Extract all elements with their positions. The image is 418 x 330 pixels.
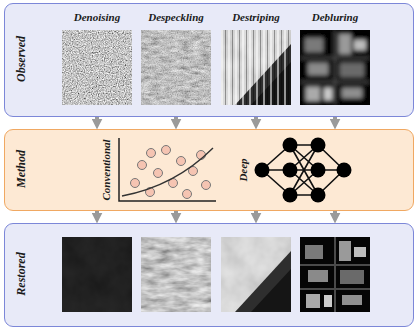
task-header: Destriping — [232, 12, 280, 23]
flow-arrow — [95, 211, 99, 217]
neuron — [283, 163, 298, 178]
scatter-plot — [119, 138, 216, 201]
bright-ground — [221, 237, 291, 312]
faint-texture — [62, 237, 132, 312]
flow-arrow — [254, 211, 258, 217]
data-point — [147, 149, 156, 158]
darker-region — [251, 269, 291, 312]
cloud-texture — [221, 237, 291, 312]
data-point — [177, 157, 186, 166]
noise-texture — [62, 30, 132, 105]
blurred-city — [300, 30, 370, 105]
data-point — [138, 161, 147, 170]
neuron — [255, 163, 270, 178]
despeckled-image — [141, 237, 211, 312]
neuron — [283, 138, 298, 153]
bright-ground — [221, 30, 291, 105]
task-header: Debluring — [312, 12, 358, 23]
dark-ground — [300, 30, 370, 105]
method-label: Deep — [238, 158, 249, 181]
stripe-noise — [221, 30, 291, 105]
dark-region — [235, 251, 291, 312]
flow-arrow — [174, 211, 178, 217]
data-point — [183, 190, 192, 199]
flow-arrow — [333, 211, 337, 217]
data-point — [131, 179, 140, 188]
deblurred-image — [300, 237, 370, 312]
stage-label: Observed — [15, 36, 27, 82]
speckle-noise — [141, 30, 211, 105]
speckled-image — [141, 30, 211, 105]
neural-network — [255, 138, 352, 203]
data-point — [202, 181, 211, 190]
stage-label: Restored — [15, 252, 27, 295]
cloud-texture — [221, 30, 291, 105]
noisy-image — [62, 30, 132, 105]
method-label: Conventional — [101, 139, 112, 200]
speckle-texture — [141, 30, 211, 105]
flow-arrow — [254, 117, 258, 123]
denoised-image — [62, 237, 132, 312]
flow-arrow — [174, 117, 178, 123]
data-point — [154, 169, 163, 178]
neuron — [311, 138, 326, 153]
network-links — [262, 145, 344, 195]
smooth-texture — [141, 237, 211, 312]
flow-arrow — [333, 117, 337, 123]
task-header: Denoising — [74, 12, 120, 23]
destriped-image — [221, 237, 291, 312]
blurred-image — [300, 30, 370, 105]
stage-band: Method — [4, 129, 414, 211]
plot-axes — [119, 138, 216, 201]
stage-label: Method — [15, 150, 27, 188]
neuron — [337, 163, 352, 178]
data-point — [162, 146, 171, 155]
neuron — [311, 188, 326, 203]
neuron — [283, 188, 298, 203]
fit-curve — [122, 148, 213, 196]
neuron — [311, 163, 326, 178]
flow-arrow — [95, 117, 99, 123]
task-header: Despeckling — [148, 12, 204, 23]
dark-ground — [62, 237, 132, 312]
striped-image — [221, 30, 291, 105]
sharp-city — [300, 237, 370, 312]
